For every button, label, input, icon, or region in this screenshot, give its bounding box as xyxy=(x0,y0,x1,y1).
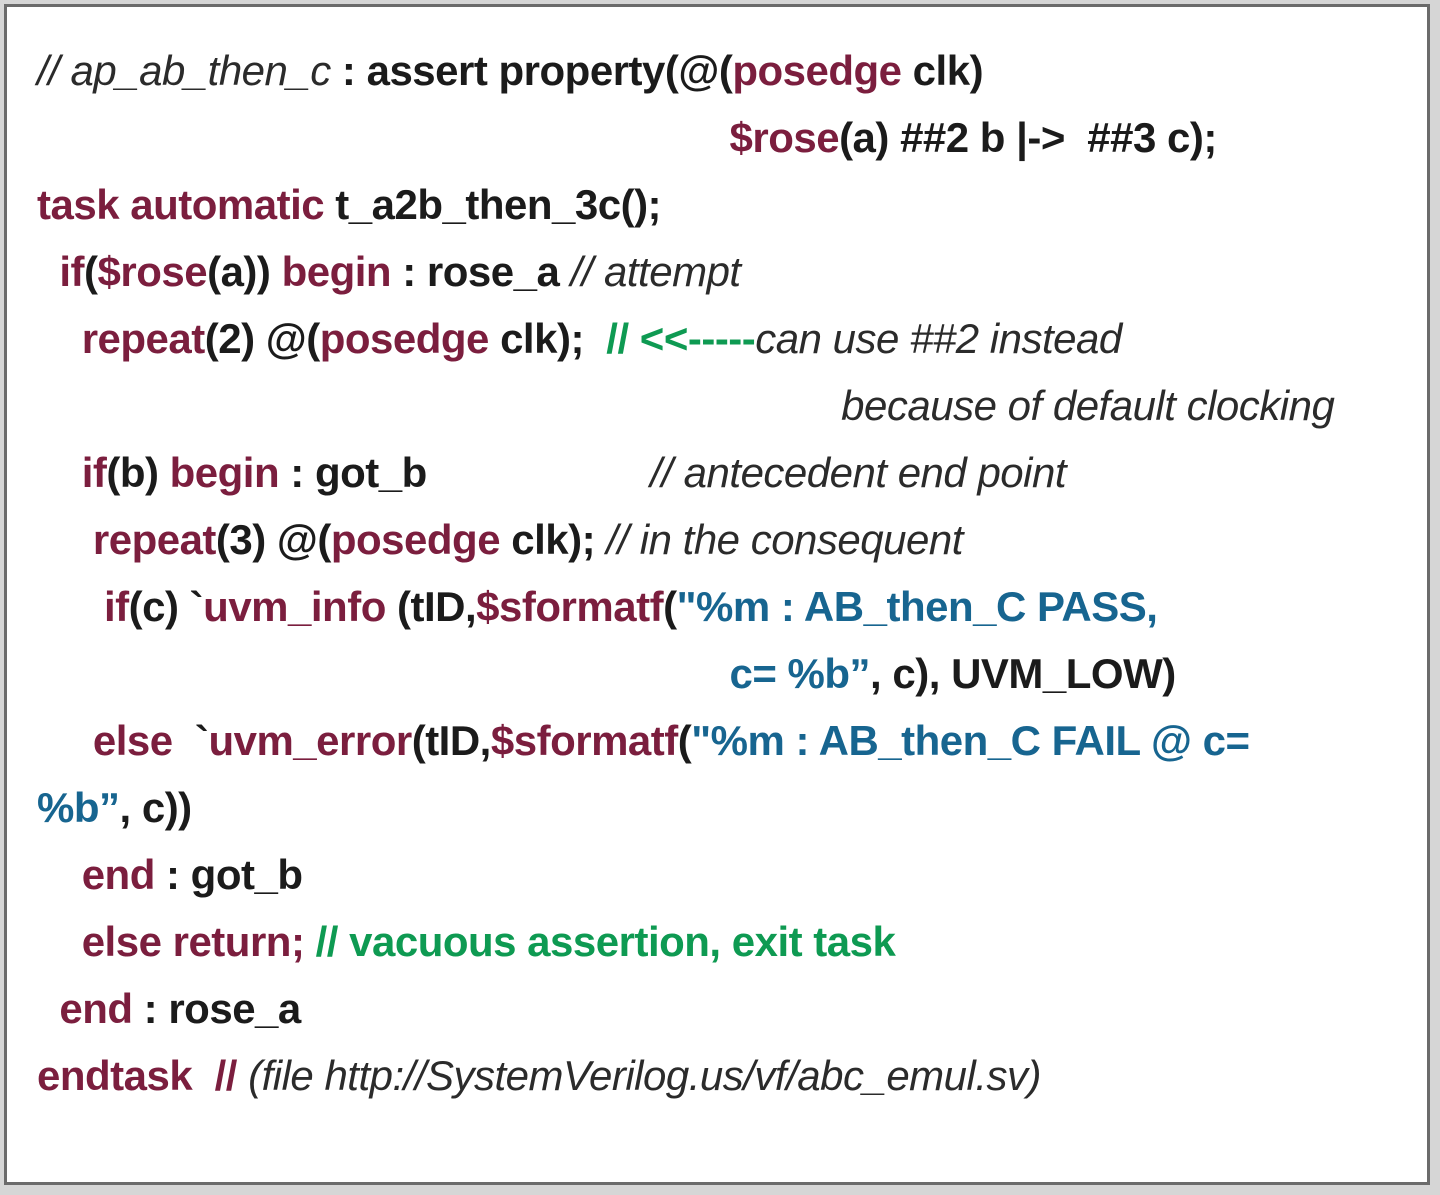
code-token: uvm_error xyxy=(208,717,412,764)
code-token: %b” xyxy=(37,784,120,831)
code-token: end xyxy=(81,851,156,898)
code-line: task automatic t_a2b_then_3c(); xyxy=(37,171,1415,238)
code-line: repeat(2) @(posedge clk); // <<-----can … xyxy=(37,305,1415,372)
code-token: (c) ` xyxy=(128,583,204,630)
code-token: $sformatf xyxy=(490,717,678,764)
code-listing: // ap_ab_then_c : assert property(@(pose… xyxy=(37,37,1415,1109)
code-token: , c), UVM_LOW) xyxy=(870,650,1176,697)
code-token: begin xyxy=(281,248,392,295)
code-token: ` xyxy=(172,717,209,764)
code-token: (3) @( xyxy=(215,516,331,563)
code-token: : rose_a xyxy=(391,248,571,295)
code-token: if xyxy=(81,449,107,496)
code-token: ( xyxy=(84,248,98,295)
code-token: c= %b” xyxy=(729,650,871,697)
code-token xyxy=(37,985,59,1032)
code-line: repeat(3) @(posedge clk); // in the cons… xyxy=(37,506,1415,573)
code-token: : rose_a xyxy=(132,985,302,1032)
code-token: ( xyxy=(663,583,677,630)
code-line: else `uvm_error(tID,$sformatf("%m : AB_t… xyxy=(37,707,1415,774)
code-token: else xyxy=(92,717,173,764)
code-token: // antecedent end point xyxy=(650,449,1067,496)
code-token: uvm_info xyxy=(203,583,386,630)
code-token: ( xyxy=(677,717,692,764)
code-token: begin xyxy=(169,449,280,496)
code-panel: // ap_ab_then_c : assert property(@(pose… xyxy=(4,4,1430,1185)
code-token xyxy=(192,1052,214,1099)
code-token xyxy=(37,583,104,630)
code-token: (tID, xyxy=(411,717,492,764)
code-token: // in the consequent xyxy=(606,516,963,563)
code-token: (tID, xyxy=(385,583,477,630)
code-token: (a) ##2 b |-> ##3 c); xyxy=(839,114,1217,161)
code-token: clk); xyxy=(488,315,607,362)
code-token: : got_b xyxy=(154,851,303,898)
code-token: // attempt xyxy=(570,248,742,295)
code-token: // xyxy=(214,1052,249,1099)
code-token xyxy=(37,851,82,898)
code-token: if xyxy=(104,583,129,630)
code-token xyxy=(37,449,82,496)
code-token: $rose xyxy=(97,248,208,295)
code-token: $rose xyxy=(729,114,840,161)
code-token: clk); xyxy=(500,516,607,563)
code-token: because of default clocking xyxy=(841,382,1335,429)
code-token: (2) @( xyxy=(204,315,320,362)
code-token: posedge xyxy=(330,516,501,563)
code-token: (a)) xyxy=(207,248,282,295)
code-token xyxy=(37,717,93,764)
code-token: else return; xyxy=(81,918,305,965)
code-line: if(c) `uvm_info (tID,$sformatf("%m : AB_… xyxy=(37,573,1415,640)
code-line: end : got_b xyxy=(37,841,1415,908)
code-line: %b”, c)) xyxy=(37,774,1415,841)
code-token xyxy=(37,315,82,362)
code-token xyxy=(37,248,59,295)
code-token: can use ##2 instead xyxy=(755,315,1122,362)
code-line: end : rose_a xyxy=(37,975,1415,1042)
code-line: if(b) begin : got_b // antecedent end po… xyxy=(37,439,1415,506)
code-token: $sformatf xyxy=(476,583,664,630)
code-token: : got_b xyxy=(279,449,427,496)
code-token: (file http://SystemVerilog.us/vf/abc_emu… xyxy=(248,1052,1042,1099)
code-token: t_a2b_then_3c(); xyxy=(324,181,662,228)
code-token: (b) xyxy=(106,449,170,496)
code-token: // vacuous assertion, exit task xyxy=(315,918,896,965)
code-line: $rose(a) ##2 b |-> ##3 c); xyxy=(37,104,1415,171)
code-token xyxy=(37,918,82,965)
code-token: repeat xyxy=(92,516,217,563)
code-token: task automatic xyxy=(37,181,325,228)
code-line: else return; // vacuous assertion, exit … xyxy=(37,908,1415,975)
code-line: endtask // (file http://SystemVerilog.us… xyxy=(37,1042,1415,1109)
code-token: // <<----- xyxy=(606,315,756,362)
code-token xyxy=(427,449,650,496)
code-token: posedge xyxy=(319,315,490,362)
code-line: if($rose(a)) begin : rose_a // attempt xyxy=(37,238,1415,305)
code-line: because of default clocking xyxy=(37,372,1415,439)
code-token xyxy=(37,516,93,563)
code-token: // ap_ab_then_c xyxy=(37,47,331,94)
code-line: c= %b”, c), UVM_LOW) xyxy=(37,640,1415,707)
code-token xyxy=(304,918,315,965)
code-token: endtask xyxy=(37,1052,193,1099)
code-token: "%m : AB_then_C FAIL @ c= xyxy=(691,717,1250,764)
code-token: "%m : AB_then_C PASS, xyxy=(676,583,1158,630)
code-token: end xyxy=(59,985,133,1032)
code-token: , c)) xyxy=(119,784,193,831)
code-token: clk) xyxy=(901,47,984,94)
code-token: if xyxy=(59,248,84,295)
code-line: // ap_ab_then_c : assert property(@(pose… xyxy=(37,37,1415,104)
code-token xyxy=(37,382,841,429)
code-token: repeat xyxy=(81,315,206,362)
code-token: : assert property(@( xyxy=(330,47,733,94)
code-token xyxy=(37,650,729,697)
code-token: posedge xyxy=(732,47,902,94)
code-token xyxy=(37,114,729,161)
